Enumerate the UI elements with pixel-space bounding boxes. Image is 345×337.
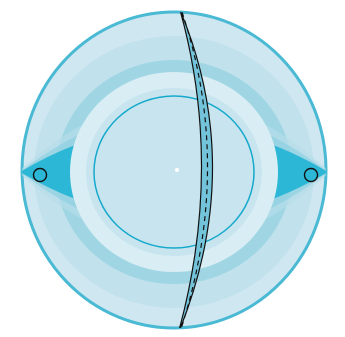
inner-shade-ring xyxy=(86,88,262,256)
center-highlight-dot xyxy=(175,168,179,172)
